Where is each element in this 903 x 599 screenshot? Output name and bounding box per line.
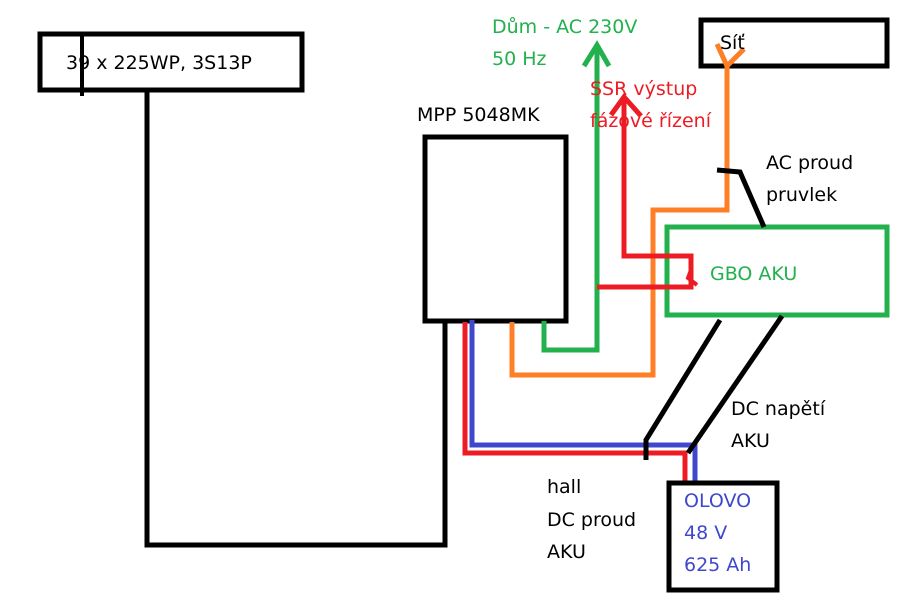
solar-panels-label: 39 x 225WP, 3S13P [66,52,252,74]
battery-positive-wire [462,322,688,482]
battery-label-line1: OLOVO [684,490,752,512]
ac-current-sensor-wire [716,167,767,228]
hall-sensor-wire [643,318,723,460]
ac-current-label-line1: AC proud [766,152,854,174]
battery-box [666,480,780,593]
dc-voltage-label-line2: AKU [731,430,770,452]
hall-label-line1: hall [547,476,582,498]
ssr-label-line2: fázové řízení [590,110,711,132]
solar-panels-box [37,31,305,93]
dc-voltage-label-line1: DC napětí [731,398,826,420]
battery-negative-wire [469,320,698,482]
house-ac-wire [541,45,600,353]
grid-box [698,17,890,69]
hall-label-line3: AKU [547,541,586,563]
ssr-hook [685,269,699,287]
inverter-label: MPP 5048MK [417,104,540,126]
ac-current-label-line2: pruvlek [766,184,838,206]
grid-ac-wire [509,66,730,378]
grid-label: Síť [720,32,745,54]
dc-voltage-wire [685,314,785,455]
house-arrow-icon [581,40,612,68]
battery-label-line3: 625 Ah [684,554,752,576]
ssr-wire [597,97,694,290]
grid-plug-icon [714,42,746,71]
house-label-line2: 50 Hz [492,48,547,70]
pv-wire [144,92,448,548]
gbo-box [664,224,890,318]
house-label-line1: Dům - AC 230V [492,16,638,38]
gbo-label: GBO AKU [710,263,798,285]
inverter-box [422,134,569,324]
hall-label-line2: DC proud [547,509,637,531]
battery-label-line2: 48 V [684,522,728,544]
ssr-label-line1: SSR výstup [590,78,698,100]
ssr-arrow-icon [608,93,643,118]
